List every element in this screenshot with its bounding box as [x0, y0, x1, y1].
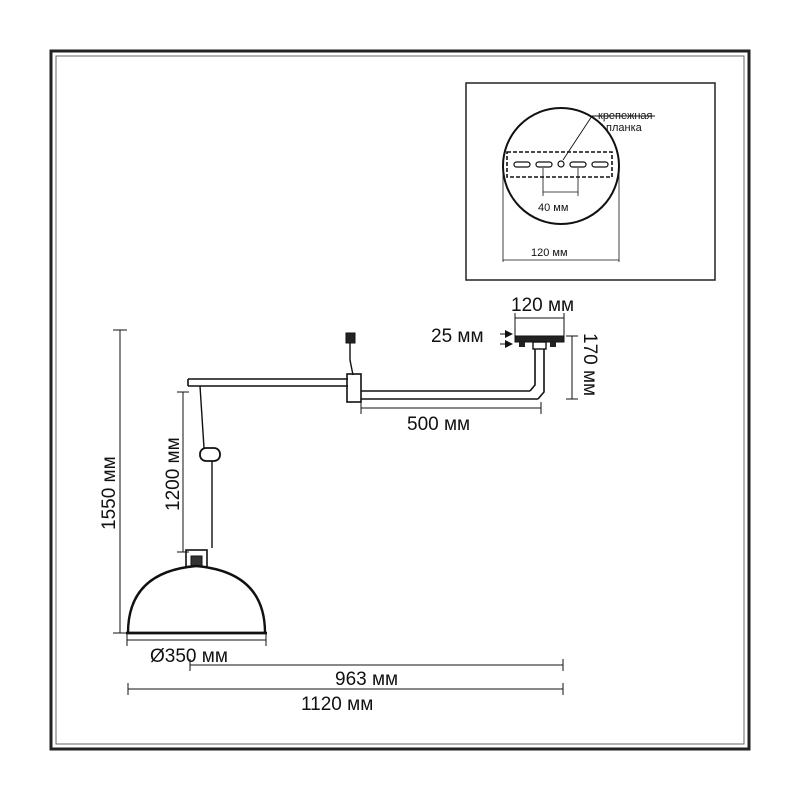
plate-thickness-label: 25 мм — [431, 326, 484, 347]
canopy-stem-joint — [532, 341, 547, 350]
inset-mounting-plate — [506, 151, 613, 178]
top-hook — [345, 332, 356, 344]
inset-slot — [535, 161, 553, 168]
inset-plate-label-line1: крепежная — [598, 110, 653, 122]
top-hook-chain — [349, 343, 354, 376]
reach-963-label: 963 мм — [335, 669, 398, 690]
mount-height-label: 170 мм — [579, 333, 600, 396]
total-height-label: 1550 мм — [99, 456, 120, 530]
inset-plate-label-line2: планка — [606, 122, 643, 134]
inset-slot — [513, 161, 531, 168]
cord-length-label: 1200 мм — [163, 437, 184, 511]
total-width-label: 1120 мм — [301, 694, 373, 715]
ceiling-plate — [514, 335, 565, 343]
wall-stem — [529, 349, 545, 400]
inset-slot — [591, 161, 609, 168]
arm-length-label: 500 мм — [407, 414, 470, 435]
dimensions — [113, 313, 578, 695]
outer-frame — [49, 49, 751, 751]
top-plate-width-label: 120 мм — [511, 295, 574, 316]
canopy-screw — [519, 342, 525, 347]
arm-joint — [346, 373, 362, 403]
lamp-side-view — [126, 332, 565, 635]
inset-plate-diameter-label: 120 мм — [531, 247, 568, 259]
inset-top-view: крепежная планка 40 мм 120 мм — [465, 82, 716, 281]
inset-hole-spacing-label: 40 мм — [538, 202, 568, 214]
inset-slot — [569, 161, 587, 168]
inset-frame — [465, 82, 716, 281]
inset-leader-line — [562, 115, 655, 161]
shade-diameter-label: Ø350 мм — [150, 646, 228, 667]
cord-clip — [199, 447, 221, 462]
canopy-screw — [550, 342, 556, 347]
inset-center-hole — [557, 160, 565, 168]
hanging-cord — [199, 385, 213, 548]
lamp-shade — [126, 564, 267, 635]
inner-frame — [55, 55, 745, 745]
